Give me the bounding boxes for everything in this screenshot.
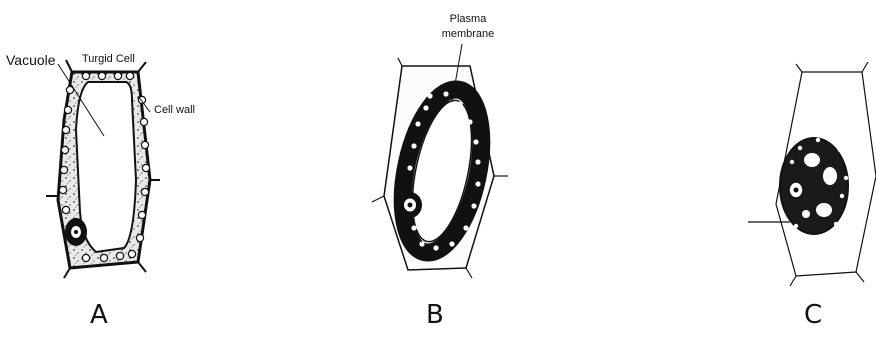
granule bbox=[423, 105, 428, 110]
cell-a bbox=[46, 60, 160, 278]
granule bbox=[794, 224, 798, 228]
granule bbox=[138, 211, 145, 218]
cell-b-nucleus bbox=[398, 192, 422, 218]
cell-wall-label: Cell wall bbox=[154, 104, 195, 116]
granule bbox=[126, 72, 133, 79]
granule bbox=[140, 118, 147, 125]
granule bbox=[82, 254, 89, 261]
granule bbox=[443, 91, 448, 96]
granule bbox=[840, 194, 844, 198]
granule bbox=[473, 139, 478, 144]
granule bbox=[114, 72, 121, 79]
granule bbox=[816, 138, 820, 142]
cell-b bbox=[372, 44, 508, 278]
granule bbox=[475, 181, 480, 186]
granule bbox=[62, 206, 69, 213]
granule bbox=[62, 126, 69, 133]
granule bbox=[834, 222, 838, 226]
granule bbox=[128, 250, 135, 257]
granule bbox=[790, 160, 794, 164]
vacuole-label: Vacuole bbox=[6, 52, 56, 68]
granule bbox=[407, 165, 412, 170]
granule bbox=[98, 72, 105, 79]
cell-a-nucleus bbox=[65, 218, 87, 246]
granule bbox=[141, 188, 148, 195]
granule bbox=[411, 225, 416, 230]
granule bbox=[449, 241, 454, 246]
granule bbox=[116, 252, 123, 259]
plasma-line-1: Plasma bbox=[420, 12, 516, 27]
granule bbox=[467, 119, 472, 124]
cell-b-letter: B bbox=[426, 300, 444, 330]
cell-c bbox=[748, 62, 876, 286]
granule bbox=[419, 241, 424, 246]
granule bbox=[844, 176, 848, 180]
granule bbox=[798, 146, 802, 150]
granule bbox=[59, 186, 66, 193]
granule bbox=[141, 141, 148, 148]
granule bbox=[475, 159, 480, 164]
granule bbox=[463, 225, 468, 230]
granule bbox=[415, 121, 420, 126]
granule bbox=[142, 164, 149, 171]
granule bbox=[64, 106, 71, 113]
granule bbox=[100, 254, 107, 261]
granule bbox=[136, 234, 143, 241]
granule bbox=[61, 146, 68, 153]
granule bbox=[60, 166, 67, 173]
granule bbox=[838, 148, 842, 152]
turgid-cell-title: Turgid Cell bbox=[82, 53, 135, 65]
granule bbox=[433, 245, 438, 250]
granule bbox=[471, 203, 476, 208]
granule bbox=[82, 72, 89, 79]
plasma-membrane-label: Plasma membrane bbox=[420, 12, 516, 42]
granule bbox=[457, 101, 462, 106]
cell-c-letter: C bbox=[804, 300, 822, 330]
cell-a-letter: A bbox=[90, 300, 108, 330]
granule bbox=[411, 143, 416, 148]
plasma-line-2: membrane bbox=[420, 27, 516, 42]
granule bbox=[427, 93, 432, 98]
cell-c-nucleus bbox=[789, 182, 803, 198]
